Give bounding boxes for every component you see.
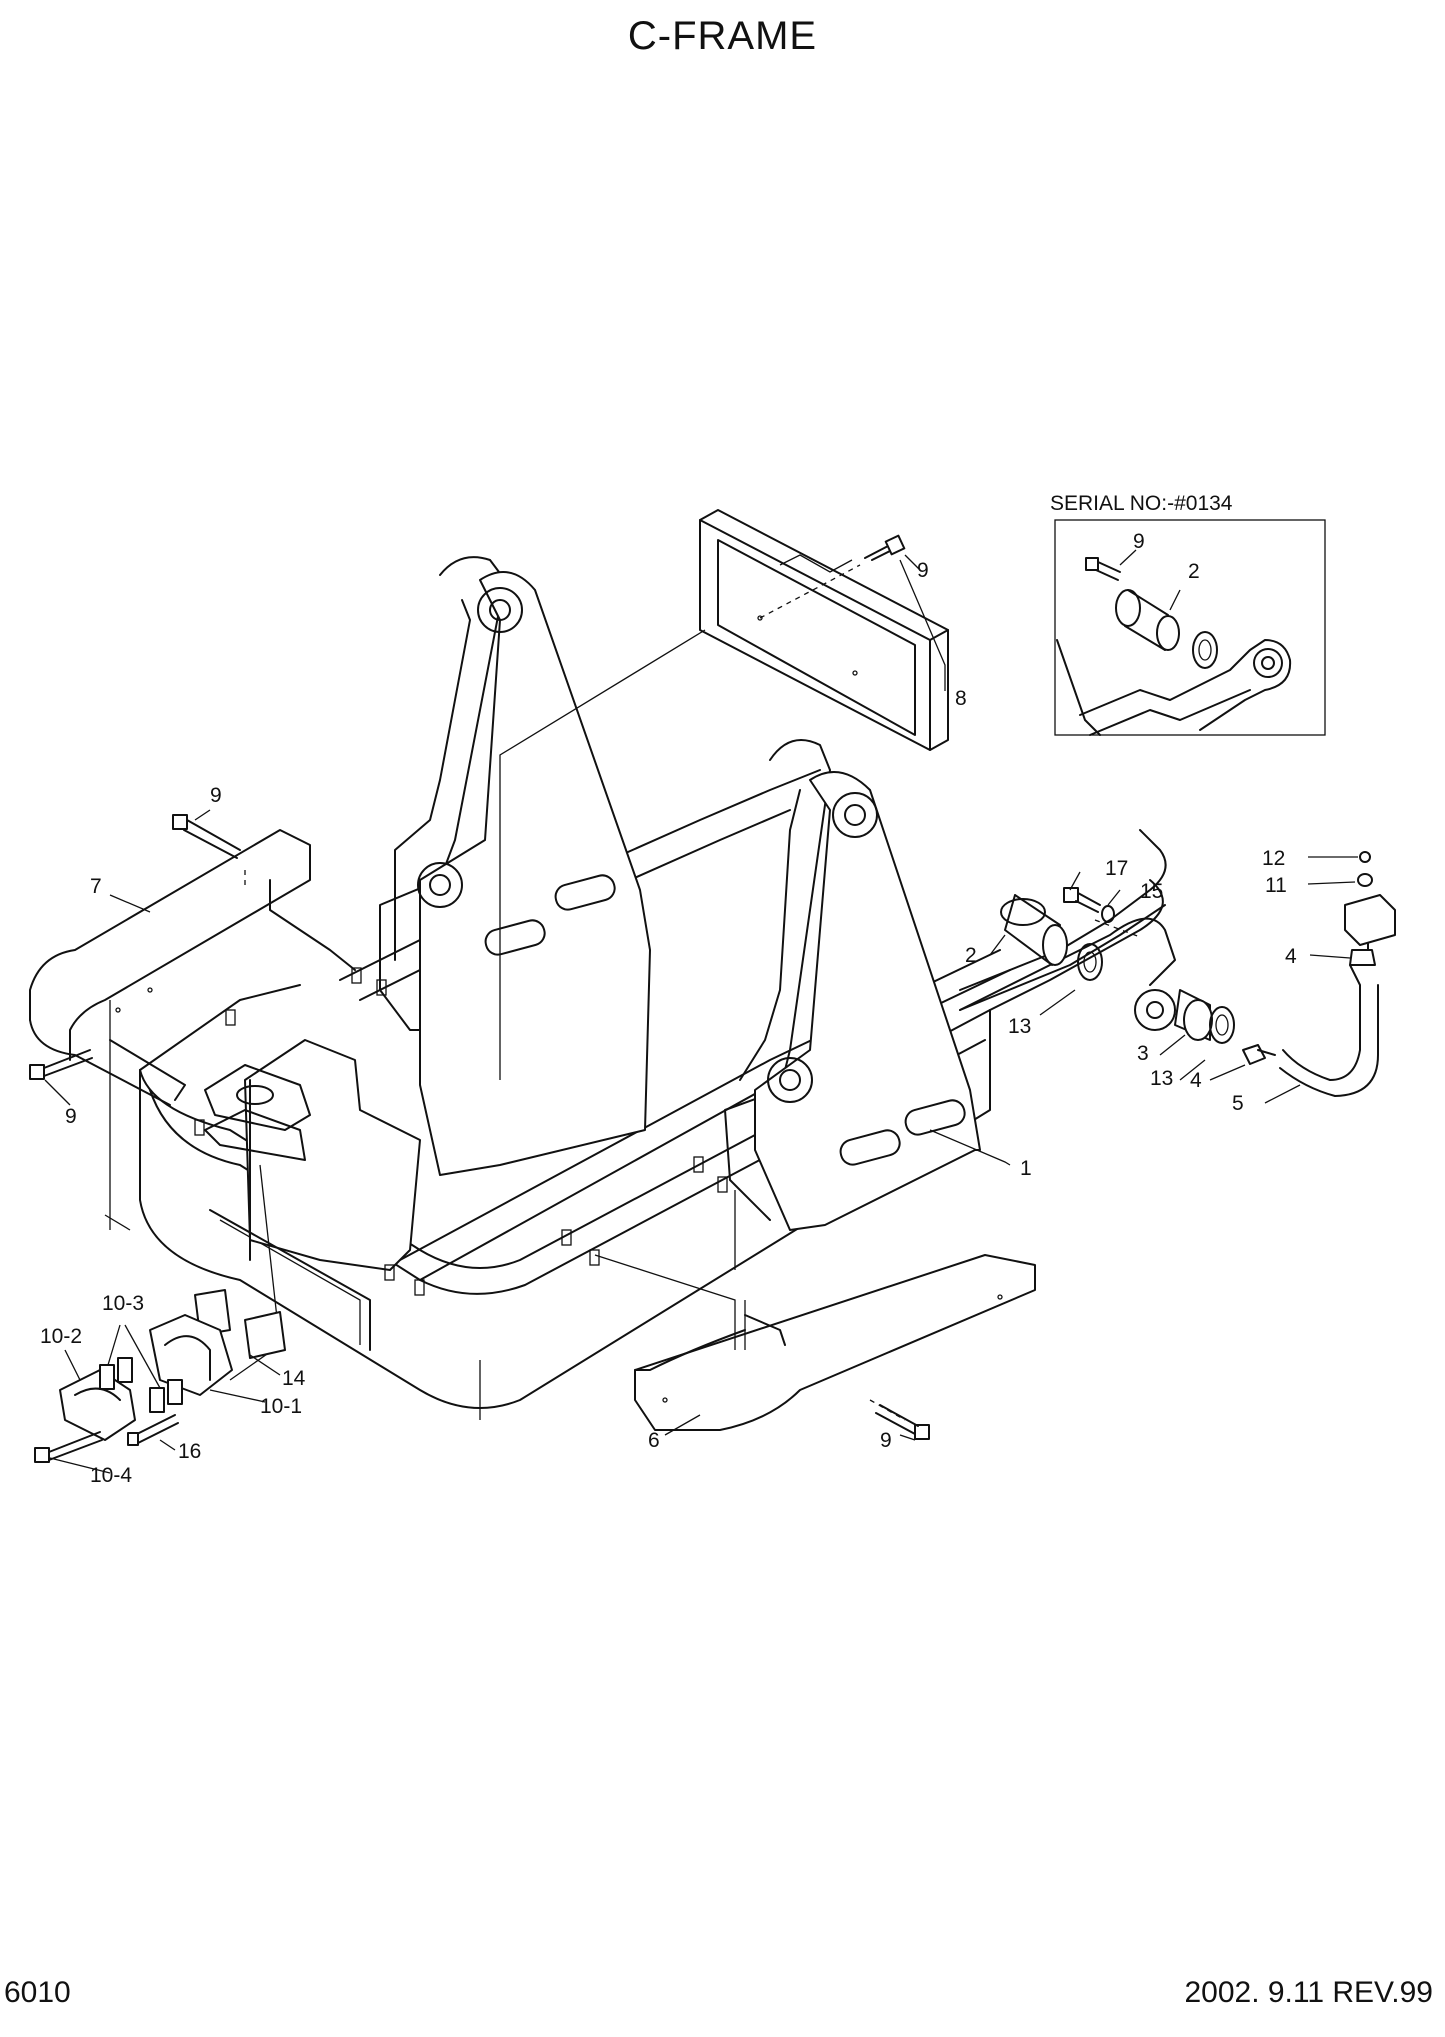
callout-7: 7 (90, 875, 102, 898)
bolt-9-top (864, 534, 906, 561)
callout-10-2: 10-2 (40, 1325, 82, 1348)
callout-5: 5 (1232, 1092, 1244, 1115)
callout-9-top: 9 (917, 559, 929, 582)
callout-17: 17 (1105, 857, 1128, 880)
bolt-9-left (172, 814, 241, 859)
callout-13a: 13 (1008, 1015, 1031, 1038)
callout-4b: 4 (1190, 1069, 1202, 1092)
pin-2 (1000, 894, 1068, 966)
callout-1: 1 (1020, 1157, 1032, 1180)
callout-4a: 4 (1285, 945, 1297, 968)
callout-14: 14 (282, 1367, 306, 1390)
callout-10-3: 10-3 (102, 1292, 144, 1315)
callout-13b: 13 (1150, 1067, 1173, 1090)
revision-date: 2002. 9.11 REV.99 (1184, 1976, 1433, 2009)
callout-8: 8 (955, 687, 967, 710)
shims-10-3 (99, 1357, 183, 1413)
washer-13a (1077, 943, 1103, 981)
callout-16: 16 (178, 1440, 201, 1463)
callout-6: 6 (648, 1429, 660, 1452)
callout-9-inset: 9 (1133, 530, 1145, 553)
callout-9-lower-left: 9 (65, 1105, 77, 1128)
bolt-10-4 (34, 1431, 103, 1463)
washer-15 (1101, 905, 1115, 923)
clamp-10-1 (149, 1314, 233, 1396)
callout-9-left: 9 (210, 784, 222, 807)
page-number: 6010 (4, 1976, 71, 2009)
callout-2: 2 (965, 944, 977, 967)
grease-block-11 (1344, 873, 1396, 946)
callout-10-1: 10-1 (260, 1395, 302, 1418)
callout-9-right: 9 (880, 1429, 892, 1452)
leader-lines (44, 554, 1358, 1474)
page-title: C-FRAME (627, 14, 818, 58)
callout-2-inset: 2 (1188, 560, 1200, 583)
hose-5 (1279, 964, 1379, 1097)
mounting-tabs (194, 967, 728, 1296)
left-tower (379, 556, 651, 1176)
inset-detail (1054, 519, 1326, 736)
part-6-guard (634, 1254, 1036, 1431)
callout-12: 12 (1262, 847, 1285, 870)
rear-pivot-lug (959, 917, 1176, 1031)
bolt-9-lower-left (29, 1049, 93, 1080)
right-tower (724, 739, 981, 1231)
callout-15: 15 (1140, 880, 1163, 903)
part-8-box (699, 509, 949, 751)
inset-title: SERIAL NO:-#0134 (1050, 492, 1233, 515)
plate-14b (244, 1311, 286, 1359)
bushing-3 (1174, 989, 1213, 1041)
bolt-9-right (875, 1404, 930, 1440)
front-block (204, 1039, 421, 1351)
callout-3: 3 (1137, 1042, 1149, 1065)
callout-11: 11 (1265, 874, 1287, 897)
grease-fitting-4b (1242, 1044, 1276, 1065)
bolt-17 (1063, 887, 1101, 913)
cap-12 (1359, 851, 1371, 863)
washer-13b (1209, 1006, 1235, 1044)
callout-10-4: 10-4 (90, 1464, 132, 1487)
bolt-16 (127, 1414, 179, 1446)
